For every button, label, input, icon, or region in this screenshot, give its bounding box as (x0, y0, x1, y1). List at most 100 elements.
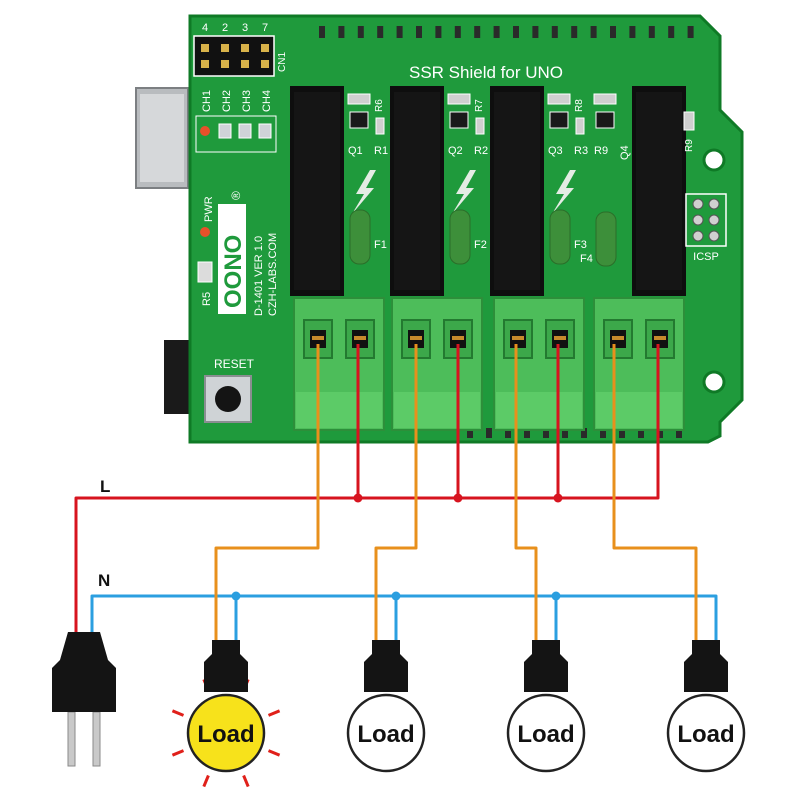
resistor-top-label-4: R9 (684, 139, 695, 152)
icsp-label: ICSP (693, 251, 719, 263)
terminal-blocks (293, 297, 685, 431)
plug-prong-right (92, 711, 101, 767)
header-pin (610, 26, 616, 38)
led-frame (195, 115, 277, 153)
light-ray (171, 749, 185, 757)
jumper-pin (261, 60, 269, 68)
jumper-pin (221, 44, 229, 52)
header-pin (319, 26, 325, 38)
transistor-label-4: Q4 (619, 145, 631, 160)
pin-number-2: 2 (222, 22, 228, 34)
load-label-2: Load (357, 721, 414, 748)
terminal-screw-slot[interactable] (545, 319, 575, 359)
jumper-pin (261, 44, 269, 52)
icsp-pin (692, 230, 704, 242)
switched-wire-2 (374, 344, 418, 640)
header-pin (676, 428, 682, 438)
r5-label: R5 (201, 292, 213, 306)
load-label-1: Load (197, 721, 254, 748)
header-pin (524, 428, 530, 438)
board-website: CZH-LABS.COM (267, 233, 279, 316)
header-pin (532, 26, 539, 38)
smd-resistor (593, 93, 617, 105)
header-pin (513, 26, 519, 38)
light-ray (202, 774, 210, 788)
terminal-lip (296, 392, 382, 428)
header-pin (396, 26, 403, 38)
neutral-wire (90, 594, 718, 640)
smd-resistor (375, 117, 385, 135)
channel-label-2: CH2 (221, 90, 233, 112)
light-ray (267, 709, 281, 717)
transistor-label-3: Q3 (548, 145, 563, 157)
jumper-block (193, 35, 275, 77)
lightning-icon (452, 170, 476, 214)
mounting-hole (702, 370, 726, 394)
switched-wire-4 (612, 344, 698, 640)
fuse-3 (549, 209, 571, 265)
header-pin (638, 428, 644, 438)
plug-prong-left (67, 711, 76, 767)
r5-resistor (197, 261, 213, 283)
brand-logo: OONO (220, 235, 247, 308)
bulb-3 (506, 693, 586, 773)
bulb-socket-4 (684, 640, 728, 692)
wire-end (612, 336, 624, 340)
header-pin (562, 428, 568, 438)
line-label: L (100, 477, 110, 496)
icsp-pin (692, 198, 704, 210)
header-pin (543, 428, 549, 438)
cn1-label: CN1 (277, 52, 288, 72)
registered-mark: ® (229, 191, 243, 200)
transistor (349, 111, 369, 129)
bulb-2 (346, 693, 426, 773)
icsp-pin (708, 230, 720, 242)
resistor-label-1: R1 (374, 145, 388, 157)
header-pin (486, 428, 492, 438)
header-pin (377, 26, 384, 38)
icsp-pin (708, 214, 720, 226)
icsp-pin (692, 214, 704, 226)
icsp-header (685, 193, 727, 247)
reset-button-cap[interactable] (215, 386, 241, 412)
wire-junction (231, 591, 241, 601)
header-pin (435, 26, 442, 38)
wiring (74, 344, 718, 640)
header-pin (474, 26, 481, 38)
channel-led-4 (258, 123, 272, 139)
header-pin (648, 26, 655, 38)
bulb-socket-1 (204, 640, 248, 692)
header-pins-bottom (467, 428, 682, 438)
fuse-label-2: F2 (474, 239, 487, 251)
resistor-label-3: R3 (574, 145, 588, 157)
bulb-1 (186, 693, 266, 773)
wire-junction (551, 591, 561, 601)
wire-end (452, 336, 464, 340)
pin-number-3: 3 (242, 22, 248, 34)
header-pin (505, 428, 511, 438)
light-ray (242, 774, 250, 788)
smd-resistor (447, 93, 471, 105)
pin-number-1: 4 (202, 22, 208, 34)
line-wire (74, 344, 660, 640)
wire-end (554, 336, 566, 340)
header-pin (590, 26, 597, 38)
transistor (449, 111, 469, 129)
wire-junction (353, 493, 363, 503)
header-pins-top (319, 26, 694, 38)
dc-jack (164, 340, 190, 414)
jumper-pin (241, 44, 249, 52)
wire-end (354, 336, 366, 340)
header-pin (581, 428, 587, 438)
board-title: SSR Shield for UNO (409, 63, 563, 82)
ssr-relay-4 (636, 92, 682, 290)
lightning-icon (552, 170, 576, 214)
header-pin (493, 26, 500, 38)
channel-led-3 (238, 123, 252, 139)
load-label-4: Load (677, 721, 734, 748)
header-pin (357, 26, 364, 38)
wire-end (654, 336, 666, 340)
ssr-relay-3 (494, 92, 540, 290)
